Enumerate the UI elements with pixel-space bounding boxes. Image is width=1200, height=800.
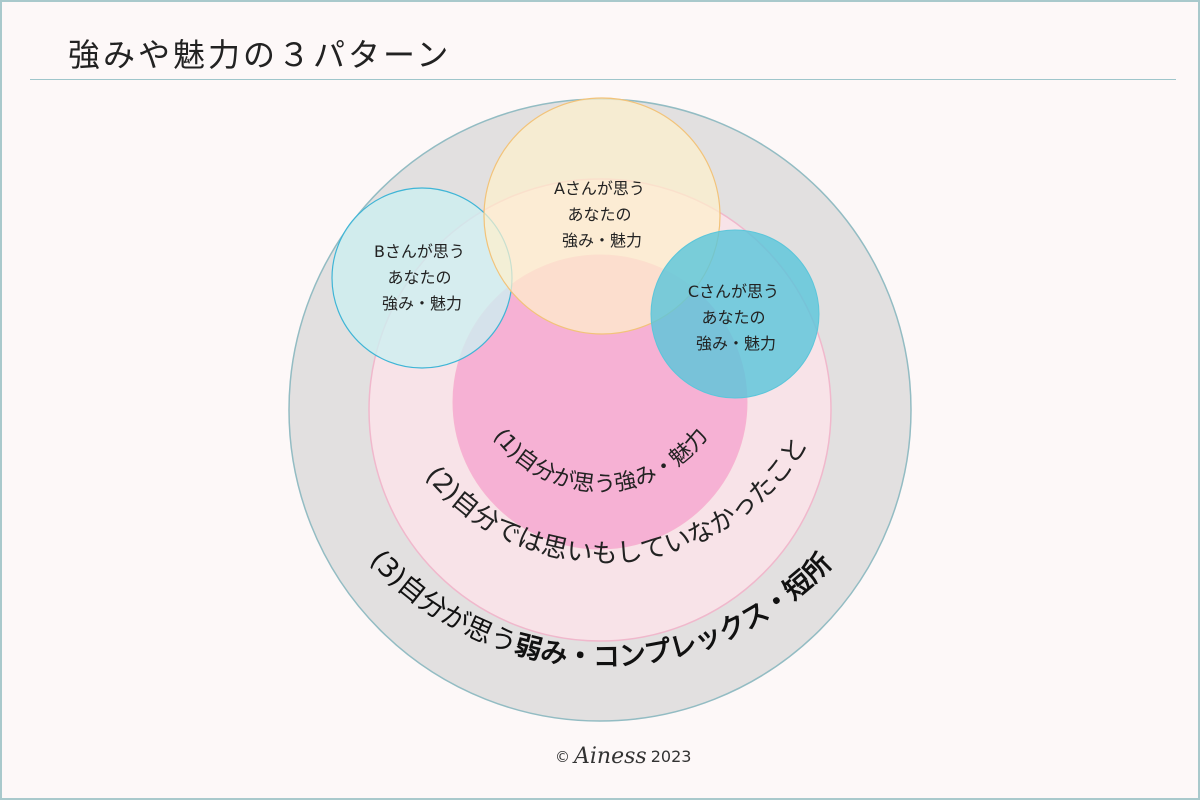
page-title: 強みや魅力の３パターン xyxy=(68,36,452,74)
circle-c-line: あなたの xyxy=(701,308,765,327)
title-divider xyxy=(30,79,1176,80)
circle-a-line: Aさんが思う xyxy=(554,179,645,198)
copyright-symbol: © xyxy=(555,747,570,766)
circle-b-line: あなたの xyxy=(387,268,451,287)
footer-credit: © Ainess 2023 xyxy=(555,744,691,769)
circle-c-line: Cさんが思う xyxy=(688,282,779,301)
circle-c-line: 強み・魅力 xyxy=(696,334,776,353)
circle-b-label: Bさんが思う あなたの 強み・魅力 xyxy=(374,242,470,313)
circle-a-line: あなたの xyxy=(567,205,631,224)
circle-b-line: 強み・魅力 xyxy=(382,294,462,313)
circle-c xyxy=(650,229,820,399)
circle-a-line: 強み・魅力 xyxy=(562,231,642,250)
copyright-year: 2023 xyxy=(650,747,692,766)
circle-c-label: Cさんが思う あなたの 強み・魅力 xyxy=(688,282,784,353)
brand-signature: Ainess xyxy=(574,744,647,769)
circle-b-line: Bさんが思う xyxy=(374,242,465,261)
circle-a-label: Aさんが思う あなたの 強み・魅力 xyxy=(554,179,650,250)
